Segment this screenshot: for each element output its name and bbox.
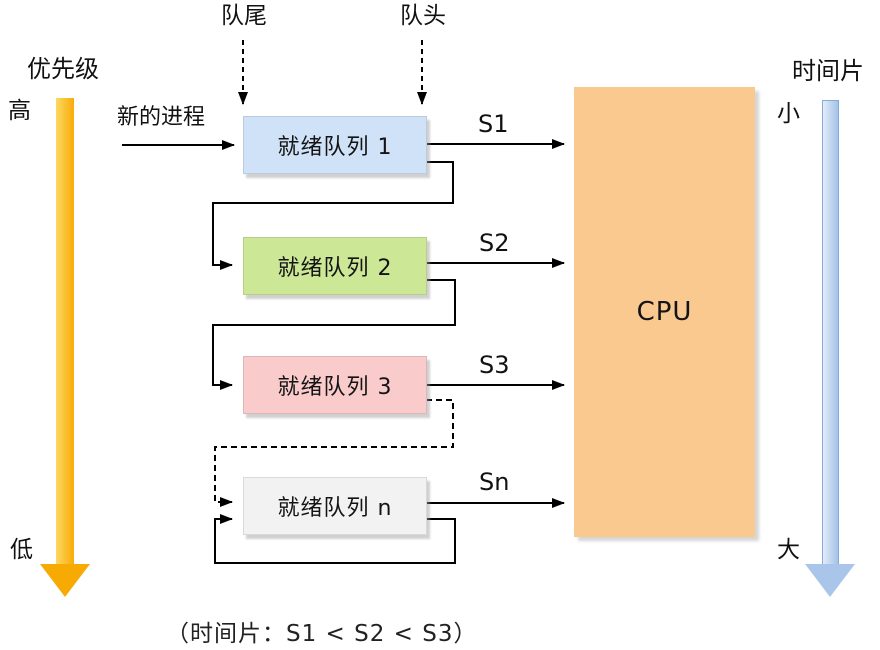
feedback-arrow-q2-q3 bbox=[212, 279, 456, 390]
priority-arrow-head-icon bbox=[40, 564, 90, 597]
ready-queue-1-box: 就绪队列 1 bbox=[243, 116, 427, 174]
priority-arrow-bar bbox=[56, 98, 74, 565]
timeslice-arrow-bar bbox=[822, 100, 839, 567]
timeslice-axis-label: 时间片 bbox=[792, 57, 864, 85]
timeslice-large-label: 大 bbox=[777, 537, 800, 563]
timeslice-caption: （时间片：S1 < S2 < S3） bbox=[166, 621, 478, 647]
ready-queue-n-label: 就绪队列 n bbox=[277, 496, 393, 521]
timeslice-small-label: 小 bbox=[777, 101, 800, 127]
ready-queue-1-label: 就绪队列 1 bbox=[277, 135, 393, 160]
sn-label: Sn bbox=[479, 468, 510, 496]
cpu-label: CPU bbox=[636, 297, 693, 327]
priority-axis-label: 优先级 bbox=[27, 55, 99, 83]
feedback-dashed-arrow-q3-qn bbox=[214, 399, 454, 507]
cpu-box: CPU bbox=[574, 87, 755, 537]
timeslice-arrow-head-icon bbox=[805, 564, 855, 597]
new-process-label: 新的进程 bbox=[117, 105, 206, 130]
s1-label: S1 bbox=[478, 110, 509, 138]
priority-high-label: 高 bbox=[8, 98, 31, 124]
ready-queue-3-box: 就绪队列 3 bbox=[243, 356, 427, 414]
ready-queue-n-box: 就绪队列 n bbox=[243, 477, 427, 535]
ready-queue-3-label: 就绪队列 3 bbox=[277, 375, 393, 400]
qn-loop-arrow bbox=[214, 514, 456, 564]
s2-label: S2 bbox=[479, 229, 510, 257]
s3-label: S3 bbox=[479, 351, 510, 379]
ready-queue-2-label: 就绪队列 2 bbox=[277, 256, 393, 281]
priority-low-label: 低 bbox=[10, 537, 33, 563]
feedback-arrow-q1-q2 bbox=[212, 161, 454, 270]
queue-tail-label: 队尾 bbox=[221, 3, 267, 29]
ready-queue-2-box: 就绪队列 2 bbox=[243, 237, 427, 295]
queue-head-label: 队头 bbox=[400, 3, 446, 29]
